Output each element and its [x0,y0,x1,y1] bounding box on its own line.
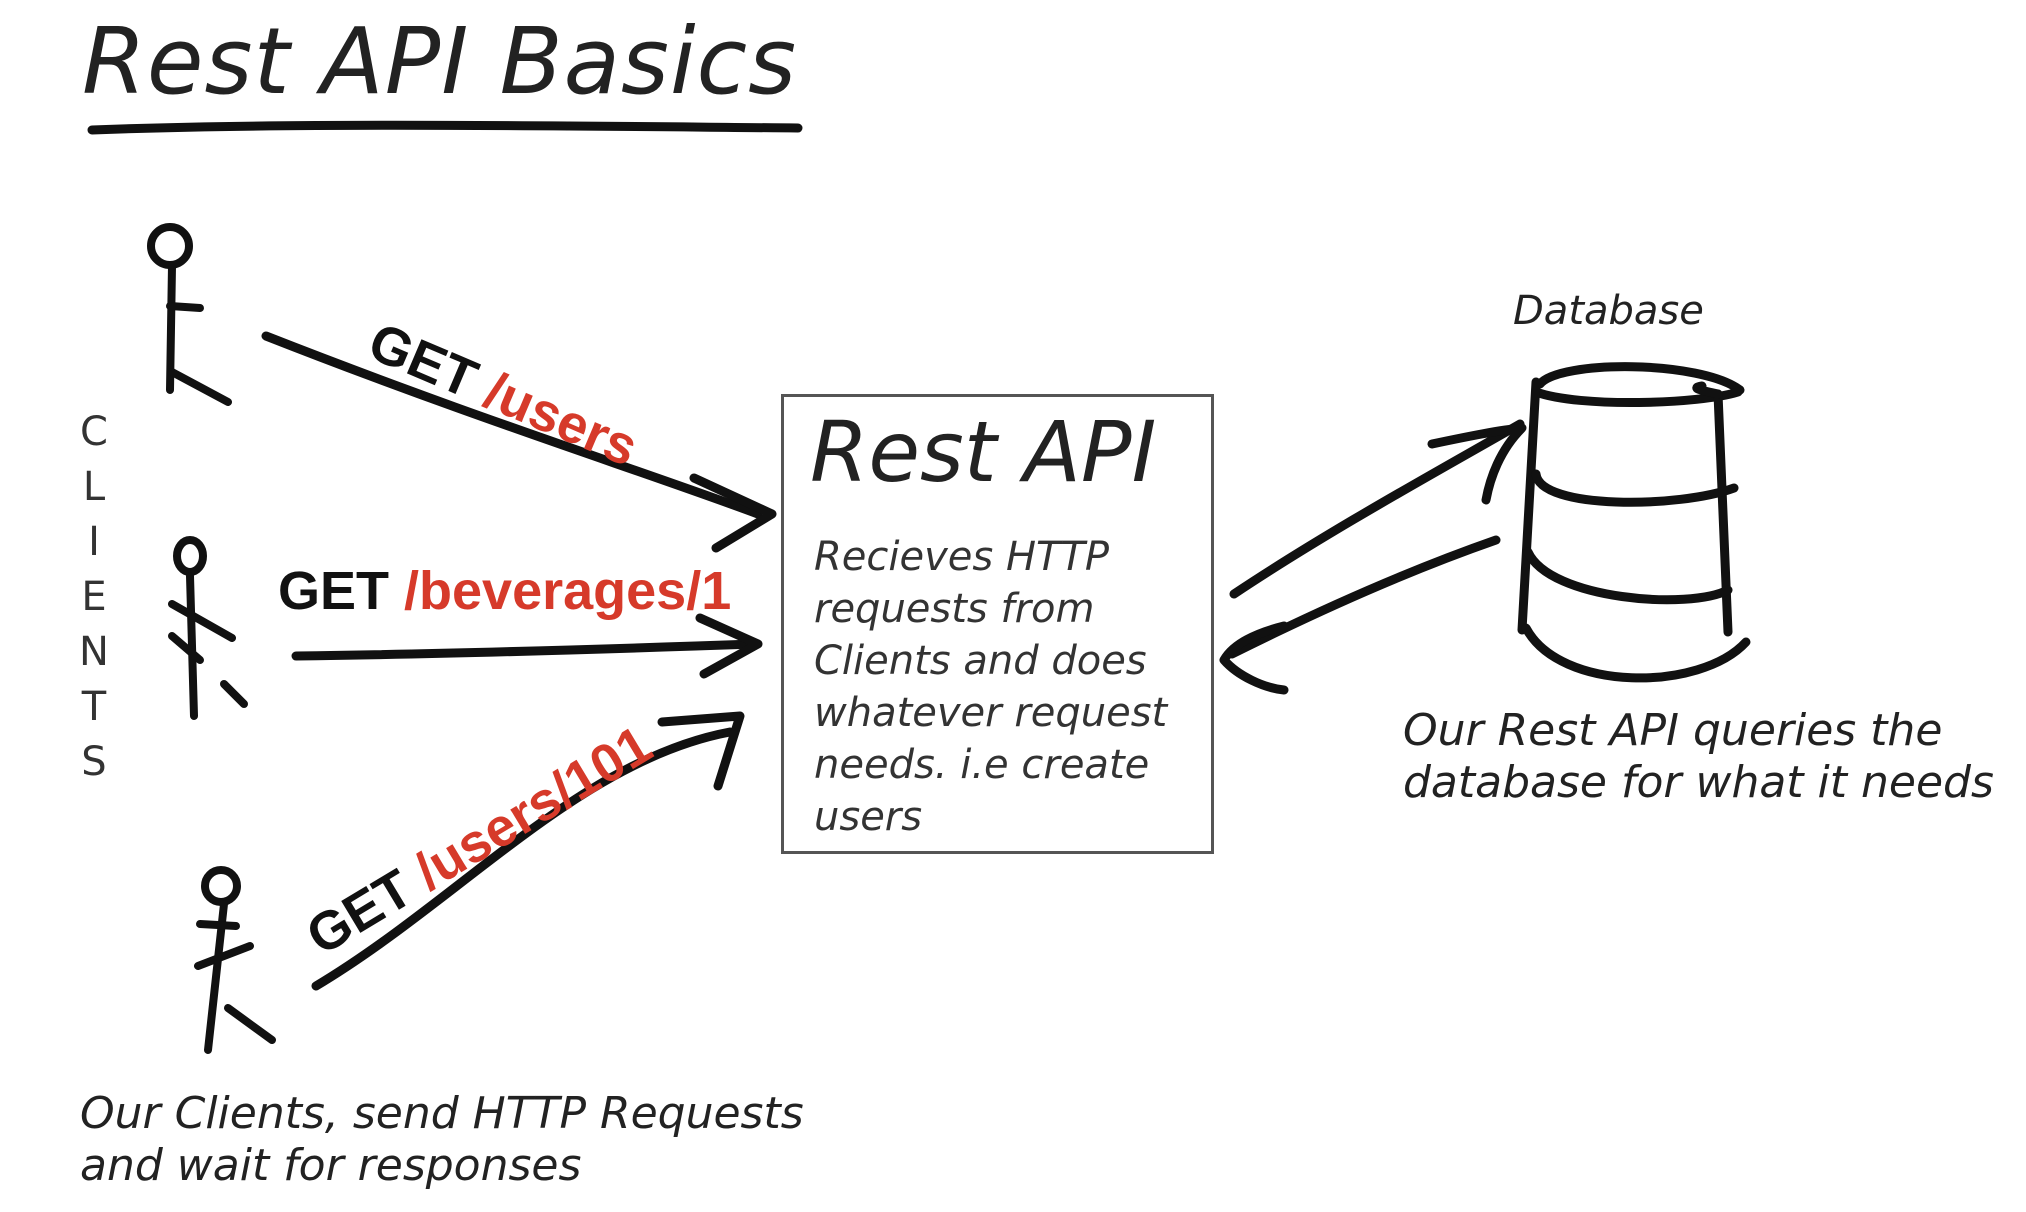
clients-note: Our Clients, send HTTP Requests and wait… [80,1088,804,1191]
clients-label-letter: C [80,409,108,455]
database-note: Our Rest API queries the database for wh… [1403,705,1994,808]
client-figure-2 [168,536,248,720]
client-figure-1 [147,223,232,406]
title-underline [87,120,803,135]
db-to-api-arrow [1219,535,1501,695]
clients-label-letter: T [81,684,107,730]
api-box-description: Recieves HTTP requests from Clients and … [814,534,1168,840]
request-arrow-1 [261,331,777,553]
clients-label-letter: I [88,519,100,565]
api-box-title: Rest API [810,403,1157,501]
clients-label-letter: L [82,464,106,510]
request-label-2: GET /beverages/1 [278,560,731,622]
clients-label-letter: N [79,629,109,675]
request-arrow-3 [311,711,745,991]
clients-label-letter: S [81,739,107,785]
database-cylinder [1517,362,1751,683]
clients-label-letter: E [81,574,107,620]
request-arrow-2 [291,613,763,679]
client-figure-3 [194,866,276,1054]
rest-api-box: Rest API Recieves HTTP requests from Cli… [781,394,1214,854]
page-title: Rest API Basics [82,8,798,115]
request-path: /beverages/1 [404,561,732,621]
api-to-db-arrow [1229,419,1527,599]
database-label: Database [1513,288,1704,334]
request-method: GET [278,561,390,621]
